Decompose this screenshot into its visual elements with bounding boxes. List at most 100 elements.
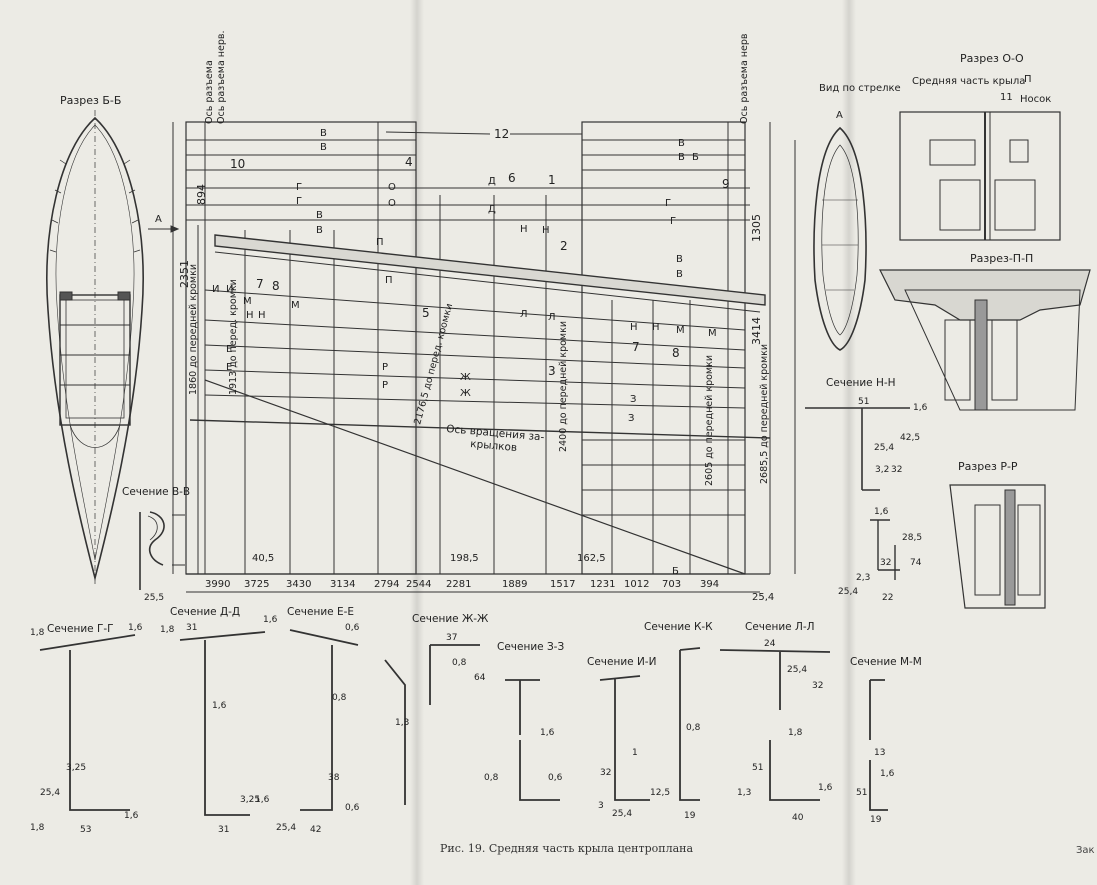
label-arrow-a: A bbox=[155, 214, 162, 225]
label-sechenie-ll: Сечение Л-Л bbox=[745, 621, 815, 633]
figure-caption: Рис. 19. Средняя часть крыла центроплана bbox=[440, 842, 694, 855]
svg-text:25,4: 25,4 bbox=[787, 665, 807, 675]
label-sechenie-mm: Сечение М-М bbox=[850, 656, 922, 668]
label-razrez-oo: Разрез О-О bbox=[960, 52, 1024, 65]
svg-text:25,4: 25,4 bbox=[612, 809, 632, 819]
part-number: 2 bbox=[560, 239, 568, 253]
svg-text:19: 19 bbox=[684, 811, 696, 821]
label-razrez-pp: Разрез-П-П bbox=[970, 252, 1033, 265]
section-oo-drawing bbox=[899, 111, 1061, 241]
label-sechenie-ii: Сечение И-И bbox=[587, 656, 656, 668]
svg-text:П: П bbox=[376, 237, 384, 248]
bottom-dim: 3134 bbox=[330, 579, 355, 590]
svg-text:0,6: 0,6 bbox=[345, 623, 360, 633]
rotation-axis-label-2: крылков bbox=[470, 438, 518, 454]
svg-text:М: М bbox=[708, 328, 717, 339]
label-oo-11: 11 bbox=[1000, 92, 1013, 103]
svg-text:40: 40 bbox=[792, 813, 804, 823]
airfoil-section-bb bbox=[46, 110, 144, 585]
part-number: 8 bbox=[272, 279, 280, 293]
svg-text:32: 32 bbox=[891, 465, 902, 475]
dim-2685: 2685,5 до передней кромки bbox=[759, 344, 770, 484]
svg-text:0,8: 0,8 bbox=[332, 693, 347, 703]
bottom-dim: 3990 bbox=[205, 579, 230, 590]
svg-text:В: В bbox=[316, 210, 323, 221]
letter-b-bottom: Б bbox=[672, 566, 679, 577]
label-sechenie-zhzh: Сечение Ж-Ж bbox=[412, 613, 489, 625]
svg-text:Е: Е bbox=[226, 344, 232, 355]
svg-text:Д: Д bbox=[488, 176, 496, 187]
svg-text:22: 22 bbox=[882, 593, 893, 603]
svg-text:0,8: 0,8 bbox=[484, 773, 499, 783]
svg-text:1,6: 1,6 bbox=[880, 769, 895, 779]
svg-text:3: 3 bbox=[598, 801, 604, 811]
svg-text:3,2: 3,2 bbox=[875, 465, 889, 475]
dim-2176: 2176,5 до перед. кромки bbox=[412, 302, 455, 425]
svg-text:1,6: 1,6 bbox=[255, 795, 270, 805]
svg-text:1,8: 1,8 bbox=[160, 625, 175, 635]
label-nosok: Носок bbox=[1020, 94, 1051, 105]
svg-text:0,8: 0,8 bbox=[452, 658, 467, 668]
svg-text:Г: Г bbox=[665, 198, 671, 209]
svg-text:Л: Л bbox=[548, 312, 556, 323]
section-zz-drawing: 1,6 0,6 0,8 bbox=[484, 679, 563, 801]
svg-text:Е: Е bbox=[226, 362, 232, 373]
svg-text:1,8: 1,8 bbox=[30, 823, 45, 833]
svg-text:25,4: 25,4 bbox=[874, 443, 894, 453]
svg-text:Г: Г bbox=[296, 182, 302, 193]
bottom-dim: 394 bbox=[700, 579, 719, 590]
svg-text:В: В bbox=[678, 152, 685, 163]
svg-text:1,6: 1,6 bbox=[263, 615, 278, 625]
fold-crease bbox=[410, 0, 424, 885]
wing-planform bbox=[172, 121, 796, 593]
section-dd-drawing: 31 1,8 1,6 1,6 31 3,25 1,6 bbox=[160, 615, 278, 835]
svg-text:1,8: 1,8 bbox=[30, 628, 45, 638]
svg-text:Ж: Ж bbox=[460, 372, 471, 383]
dim-162-5: 162,5 bbox=[577, 553, 606, 564]
bottom-dim: 2544 bbox=[406, 579, 431, 590]
svg-text:Н: Н bbox=[542, 225, 550, 236]
svg-text:1,8: 1,8 bbox=[788, 728, 803, 738]
svg-text:31: 31 bbox=[218, 825, 229, 835]
part-number: 5 bbox=[422, 306, 430, 320]
svg-text:З: З bbox=[628, 413, 634, 424]
axis-right-label: Ось разъема нерв bbox=[739, 33, 750, 124]
label-sechenie-dd: Сечение Д-Д bbox=[170, 606, 240, 618]
label-oo-p: П bbox=[1024, 74, 1032, 85]
svg-text:Н: Н bbox=[630, 322, 638, 333]
svg-text:19: 19 bbox=[870, 815, 882, 825]
svg-text:О: О bbox=[388, 182, 396, 193]
svg-text:Г: Г bbox=[670, 216, 676, 227]
svg-text:51: 51 bbox=[752, 763, 763, 773]
dim-1305: 1305 bbox=[750, 214, 763, 242]
svg-text:2,3: 2,3 bbox=[856, 573, 870, 583]
svg-text:Н: Н bbox=[520, 224, 528, 235]
svg-text:В: В bbox=[316, 225, 323, 236]
label-vid-a: Вид по стрелке bbox=[819, 83, 901, 94]
svg-text:1,6: 1,6 bbox=[818, 783, 833, 793]
svg-text:Р: Р bbox=[382, 380, 388, 391]
svg-text:Г: Г bbox=[296, 196, 302, 207]
edge-text: Зак bbox=[1076, 845, 1095, 856]
svg-text:31: 31 bbox=[186, 623, 197, 633]
svg-text:64: 64 bbox=[474, 673, 486, 683]
svg-text:0,8: 0,8 bbox=[686, 723, 701, 733]
svg-text:53: 53 bbox=[80, 825, 91, 835]
svg-text:1,3: 1,3 bbox=[395, 718, 409, 728]
dim-2351: 2351 bbox=[178, 260, 191, 288]
label-sechenie-nn: Сечение Н-Н bbox=[826, 377, 896, 389]
svg-text:Р: Р bbox=[382, 362, 388, 373]
svg-text:Ж: Ж bbox=[460, 388, 471, 399]
svg-text:Н: Н bbox=[652, 322, 660, 333]
dim-894: 894 bbox=[195, 184, 208, 205]
svg-text:В: В bbox=[320, 142, 327, 153]
section-mm-drawing: 13 1,6 51 19 bbox=[856, 679, 895, 825]
svg-text:1,6: 1,6 bbox=[124, 811, 139, 821]
part-number: 7 bbox=[256, 277, 264, 291]
label-vid-a-letter: A bbox=[836, 110, 843, 121]
axis-left-label-2: Ось разъема нерв. bbox=[216, 31, 227, 125]
svg-text:И: И bbox=[212, 284, 219, 295]
svg-text:51: 51 bbox=[858, 397, 869, 407]
